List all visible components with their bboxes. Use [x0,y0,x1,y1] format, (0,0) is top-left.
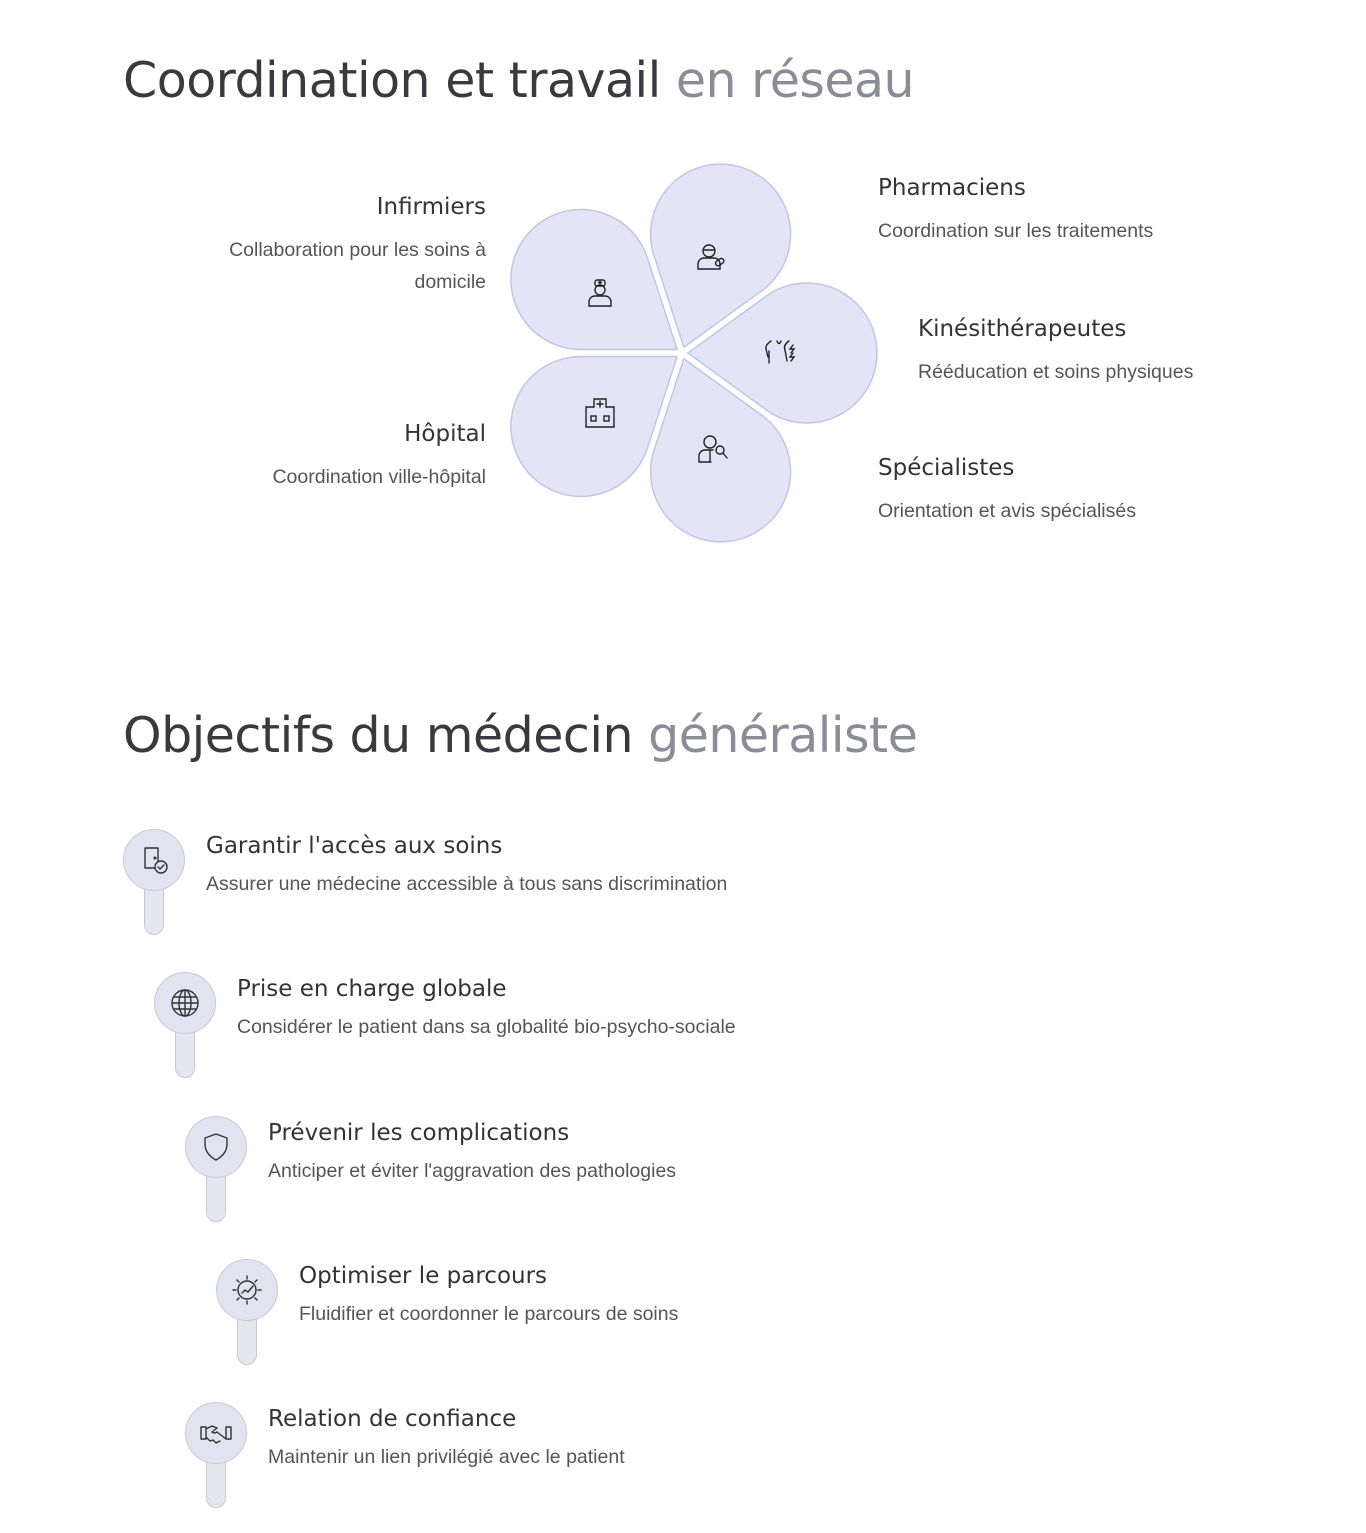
pin-marker [123,829,185,935]
node-pharmaciens: Pharmaciens Coordination sur les traitem… [878,175,1153,247]
node-title: Spécialistes [878,455,1015,481]
node-kinesitherapeutes: Kinésithérapeutes Rééducation et soins p… [918,316,1193,388]
pin-head [185,1116,247,1178]
objective-desc: Considérer le patient dans sa globalité … [237,1016,736,1038]
door-check-icon [144,847,168,874]
back-pain-icon [765,340,796,364]
petal-kinésithérapeutes [687,282,878,424]
pin-head [154,972,216,1034]
objective-title: Prévenir les complications [268,1120,570,1146]
petal-spécialistes [649,357,792,543]
objective-title: Prise en charge globale [237,976,507,1002]
section-title-objectifs: Objectifs du médecin généraliste [123,707,918,764]
handshake-icon [200,1425,232,1444]
petal-diagram [510,163,878,543]
objective-desc: Fluidifier et coordonner le parcours de … [299,1303,679,1325]
pin-marker [185,1402,247,1508]
section-title-coordination: Coordination et travail en réseau [123,52,915,109]
objective-title: Optimiser le parcours [299,1263,548,1289]
title-light: généraliste [648,707,918,764]
gear-chart-icon [232,1275,262,1305]
node-title: Hôpital [404,421,486,447]
pin-head [216,1259,278,1321]
node-desc: Orientation et avis spécialisés [878,500,1136,522]
node-title: Infirmiers [376,194,486,220]
pharmacist-icon [697,244,725,270]
objective-desc: Assurer une médecine accessible à tous s… [206,873,728,895]
specialist-icon [698,435,728,463]
node-hopital: Hôpital Coordination ville-hôpital [272,421,486,493]
nurse-icon [588,279,612,307]
shield-icon [204,1133,228,1161]
petal-pharmaciens [649,163,792,349]
hospital-icon [585,398,615,428]
pin-head [123,829,185,891]
title-dark: Objectifs du médecin [123,707,634,764]
pin-marker [154,972,216,1078]
objective-desc: Maintenir un lien privilégié avec le pat… [268,1446,625,1468]
title-dark: Coordination et travail [123,52,661,109]
title-light: en réseau [675,52,915,109]
pin-marker [185,1116,247,1222]
node-title: Kinésithérapeutes [918,316,1127,342]
petal-infirmiers [510,208,678,351]
objective-title: Relation de confiance [268,1406,517,1432]
node-title: Pharmaciens [878,175,1026,201]
objective-desc: Anticiper et éviter l'aggravation des pa… [268,1160,677,1182]
node-infirmiers: Infirmiers Collaboration pour les soins … [229,194,486,298]
node-desc: Rééducation et soins physiques [918,361,1194,383]
node-desc-line2: domicile [414,271,486,293]
globe-icon [171,989,199,1017]
node-desc: Coordination ville-hôpital [272,466,486,488]
node-desc: Coordination sur les traitements [878,220,1154,242]
objective-title: Garantir l'accès aux soins [206,833,503,859]
node-desc: Collaboration pour les soins à [229,239,486,261]
node-specialistes: Spécialistes Orientation et avis spécial… [878,455,1136,527]
pin-head [185,1402,247,1464]
pin-marker [216,1259,278,1365]
